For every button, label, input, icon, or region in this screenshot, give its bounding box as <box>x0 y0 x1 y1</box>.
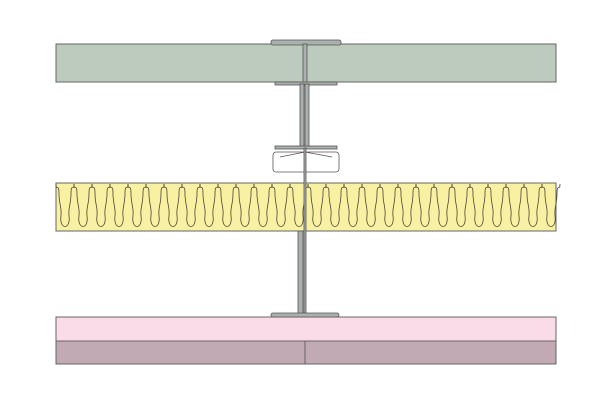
insulation-loop <box>127 183 147 227</box>
insulation-loop <box>361 183 381 227</box>
insulation-loop <box>343 183 363 227</box>
pink-board <box>55 316 557 342</box>
insulation-loop <box>163 183 183 227</box>
insulation-loop <box>253 183 273 227</box>
insulation-loop <box>181 183 201 227</box>
insulation-loop <box>271 183 291 227</box>
insulation-loop <box>487 183 507 227</box>
insulation-loop <box>109 183 129 227</box>
insulation-loop <box>55 183 75 227</box>
insulation-loop <box>217 183 237 227</box>
insulation-loop <box>451 183 471 227</box>
insulation-loop <box>379 183 399 227</box>
insulation-loop <box>505 183 525 227</box>
insulation-loop <box>235 183 255 227</box>
bottom-flange <box>270 312 340 318</box>
insulation-loop <box>145 183 165 227</box>
insulation-loop <box>433 183 453 227</box>
insulation-loops <box>55 183 561 227</box>
lower-web <box>297 230 304 316</box>
insulation-loop <box>523 183 543 227</box>
steel-stud <box>270 39 342 318</box>
main-web <box>303 147 307 317</box>
insulation-loop <box>307 183 327 227</box>
top-web <box>302 43 308 85</box>
h-web-right <box>304 83 310 149</box>
insulation-loop <box>415 183 435 227</box>
h-web-left <box>299 83 305 149</box>
mauve-board <box>55 340 557 365</box>
insulation-loop <box>199 183 219 227</box>
insulation-loop <box>541 183 561 227</box>
insulation-loop <box>325 183 345 227</box>
insulation-loop <box>397 183 417 227</box>
insulation-layer <box>55 182 561 232</box>
insulation-loop <box>73 183 93 227</box>
insulation-loop <box>91 183 111 227</box>
insulation-loop <box>469 183 489 227</box>
